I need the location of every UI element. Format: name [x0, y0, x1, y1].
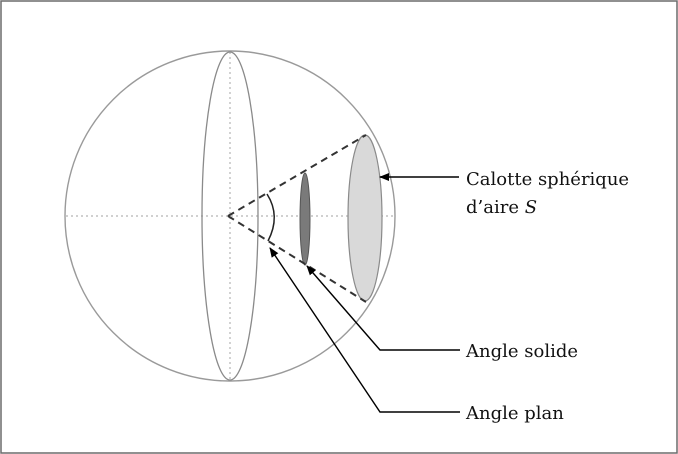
calotte-label-line2: d’aire S [466, 197, 537, 218]
calotte-label-prefix: d’aire [466, 197, 525, 218]
spherical-cap [347, 134, 383, 302]
cone-upper-edge [227, 134, 367, 217]
plane-angle-arc [266, 193, 275, 242]
angle-plan-label: Angle plan [465, 403, 564, 424]
intermediate-disc [299, 172, 311, 266]
cone-lower-edge [227, 215, 367, 303]
angle-solide-label: Angle solide [465, 341, 578, 362]
sphere-outline [64, 50, 396, 382]
calotte-label-line1: Calotte sphérique [466, 169, 629, 190]
calotte-area-symbol: S [525, 197, 537, 218]
angle-solide-arrow [306, 265, 460, 351]
angle-plan-arrow [269, 247, 460, 413]
meridian-ellipse [201, 51, 259, 381]
